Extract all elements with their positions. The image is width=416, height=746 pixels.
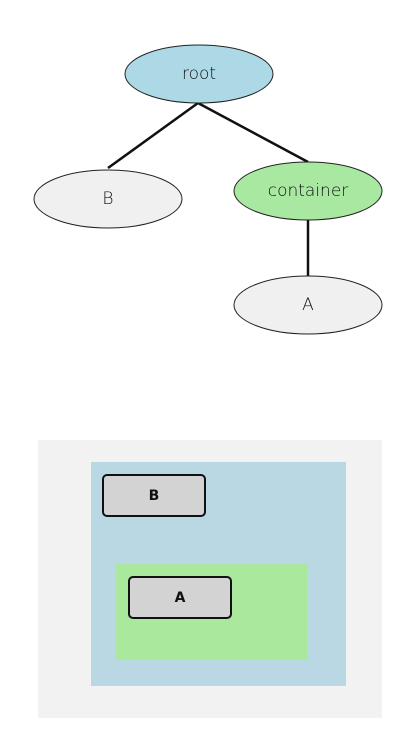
node-container: container (233, 161, 383, 221)
button-a[interactable]: A (128, 576, 232, 619)
node-b: B (33, 169, 183, 229)
edge-root-container (197, 101, 309, 164)
node-a-shape (233, 275, 383, 335)
node-a-label: A (302, 295, 314, 315)
node-root-shape (124, 44, 274, 104)
node-b-label: B (102, 189, 113, 209)
node-container-label: container (268, 181, 349, 201)
node-root: root (124, 44, 274, 104)
button-b[interactable]: B (102, 474, 206, 517)
node-b-shape (33, 169, 183, 229)
node-a: A (233, 275, 383, 335)
edge-root-b (107, 101, 199, 170)
tree-diagram: root B container A (33, 44, 383, 335)
node-container-shape (233, 161, 383, 221)
node-root-label: root (182, 64, 216, 84)
